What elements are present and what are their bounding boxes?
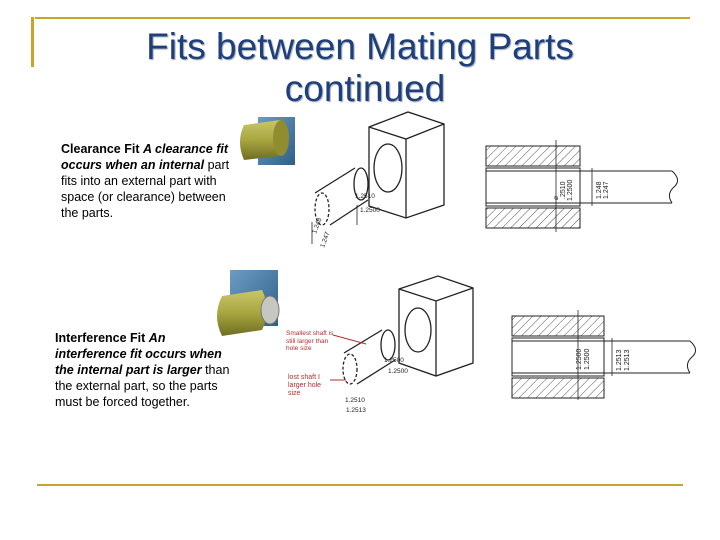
interference-shaft-dim-2: 1.2513: [624, 349, 631, 371]
clearance-isometric-drawing: [311, 111, 445, 244]
interference-iso-shaft-dim-1: 1.2510: [345, 397, 365, 404]
clearance-iso-hole-dim-1: 1.2510: [355, 193, 375, 200]
slide-title: Fits between Mating Parts continued: [60, 26, 660, 110]
frame-top-rule: [35, 17, 690, 19]
interference-section-drawing: [511, 310, 696, 400]
interference-definition-emphasis: An interference fit occurs when the inte…: [55, 331, 222, 377]
interference-hole-dim-1: 1.2500: [576, 348, 583, 370]
clearance-term: Clearance Fit: [61, 142, 140, 156]
interference-shaft-image: [217, 290, 267, 336]
frame-left-rule: [31, 17, 34, 67]
interference-larger-word: larger: [166, 363, 202, 377]
clearance-shaft-image: [240, 120, 285, 160]
clearance-shaft-min-dim: 1.247: [603, 181, 610, 199]
interference-note-arrows: [330, 334, 367, 381]
clearance-definition-emphasis: A clearance fit occurs when an internal: [61, 142, 228, 172]
clearance-shaft-max-dim: 1.248: [596, 181, 603, 199]
title-line-1: Fits between Mating Parts: [146, 26, 574, 67]
title-line-2: continued: [284, 68, 446, 109]
interference-definition: than the external part, so the parts mus…: [55, 363, 230, 409]
frame-bottom-rule: [37, 484, 683, 486]
interference-large-shaft-note: lost shaft I larger hole size: [288, 374, 322, 397]
clearance-hole-max-dim: .2510: [560, 181, 567, 199]
interference-description: Interference Fit An interference fit occ…: [55, 330, 233, 410]
interference-term: Interference Fit: [55, 331, 146, 345]
clearance-fit-render: [240, 117, 295, 165]
interference-fit-render: [217, 270, 280, 336]
clearance-definition: part fits into an external part with spa…: [61, 158, 230, 220]
clearance-section-drawing: [485, 140, 678, 232]
clearance-section-dia-symbol: ⌀: [553, 196, 560, 200]
interference-iso-shaft-dim-2: 1.2513: [346, 407, 366, 414]
clearance-description: Clearance Fit A clearance fit occurs whe…: [61, 141, 241, 221]
clearance-iso-shaft-dim-1: 1.248: [311, 217, 323, 235]
clearance-iso-hole-dim-2: 1.2500: [360, 207, 380, 214]
interference-iso-hole-dim-2: 1.2500: [388, 368, 408, 375]
clearance-hole-min-dim: 1.2500: [567, 179, 574, 201]
interference-hole-dim-2: 1.2500: [584, 348, 591, 370]
interference-shaft-dim-1: 1.2513: [616, 349, 623, 371]
interference-isometric-drawing: [342, 275, 474, 385]
interference-small-shaft-note: Smallest shaft is still larger than hole…: [286, 330, 334, 352]
interference-iso-hole-dim-1: 1.2500: [384, 357, 404, 364]
clearance-iso-shaft-dim-2: 1.247: [319, 231, 331, 249]
